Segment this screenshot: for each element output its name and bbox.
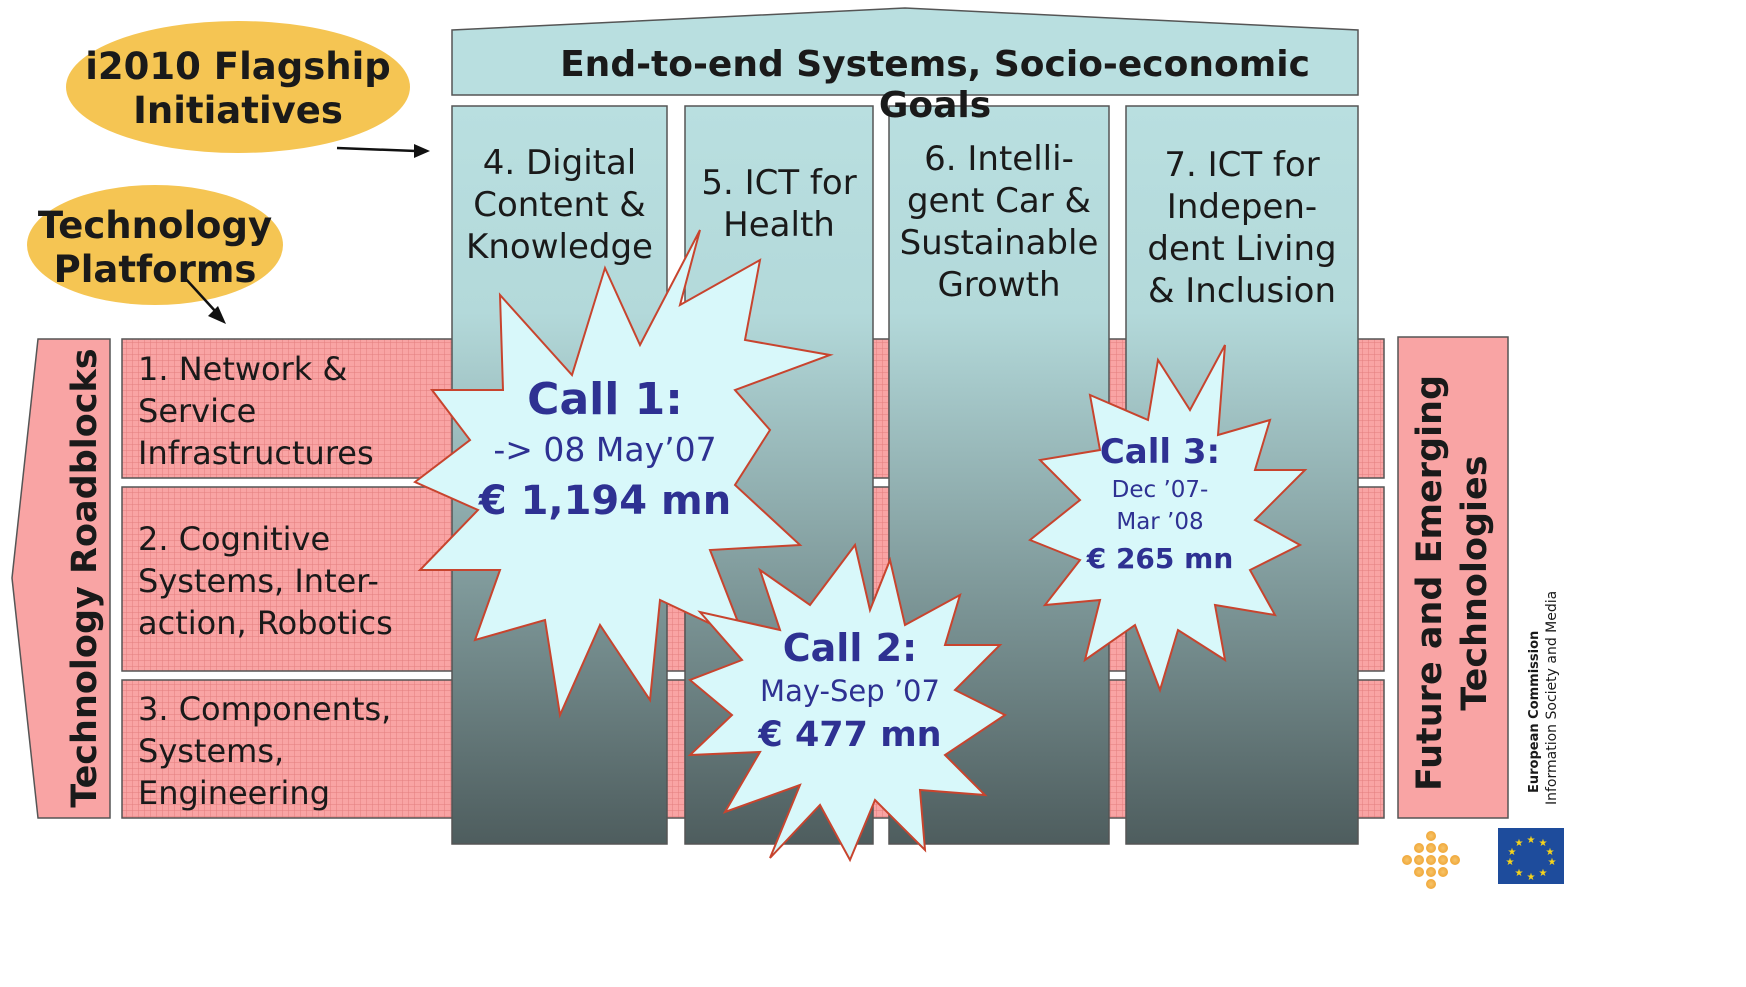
right-banner-line: Future and Emerging [1410, 374, 1450, 792]
call-title: Call 3: [1099, 432, 1221, 472]
pillar-title-line: 6. Intelli- [924, 139, 1074, 179]
svg-text:★: ★ [1506, 857, 1515, 868]
pillar-title-line: 7. ICT for [1164, 145, 1320, 185]
call-1-label: Call 1: -> 08 May’07 € 1,194 mn [470, 372, 740, 530]
svg-text:★: ★ [1527, 872, 1536, 883]
header-title: End-to-end Systems, Socio-economic Goals [560, 44, 1310, 126]
platforms-label: Technology Platforms [35, 204, 275, 292]
call-dates: Mar ’08 [1116, 509, 1204, 535]
pillar-title-6: 6. Intelli- gent Car & Sustainable Growt… [889, 138, 1109, 306]
call-title: Call 1: [527, 374, 683, 425]
svg-text:★: ★ [1527, 835, 1536, 846]
pillar-title-line: Growth [937, 265, 1061, 305]
flagship-ellipse [66, 21, 410, 153]
header-shape [451, 7, 1359, 96]
call-dates: -> 08 May’07 [493, 430, 717, 469]
pillar-title-line: Content & [473, 185, 646, 225]
platforms-label-line: Platforms [53, 248, 257, 291]
flagship-label-line: i2010 Flagship [85, 45, 391, 88]
pillar-title-line: 4. Digital [482, 143, 637, 183]
flagship-label: i2010 Flagship Initiatives [78, 45, 398, 133]
platforms-arrow [184, 277, 217, 313]
svg-text:★: ★ [1548, 857, 1557, 868]
pillar-title-line: Indepen- [1166, 187, 1318, 227]
roadblock-1-text: 1. Network & Service Infrastructures [138, 348, 458, 474]
pillar-title-line: Health [723, 205, 835, 245]
pillar-title-line: Knowledge [466, 227, 653, 267]
pillar-title-line: Sustainable [899, 223, 1099, 263]
roadblock-line: 1. Network & [138, 350, 348, 388]
svg-text:★: ★ [1508, 847, 1517, 858]
call-2-burst [687, 542, 1007, 863]
call-3-burst [1028, 344, 1308, 694]
pillar-title-line: gent Car & [906, 181, 1092, 221]
call-title: Call 2: [782, 626, 918, 670]
svg-text:★: ★ [1539, 868, 1548, 879]
org-dept: Information Society and Media [1544, 590, 1560, 805]
left-banner-label: Technology Roadblocks [65, 348, 105, 808]
org-name: European Commission [1527, 630, 1542, 793]
svg-text:★: ★ [1546, 847, 1555, 858]
pillar-title-line: & Inclusion [1147, 271, 1337, 311]
right-banner-line: Technologies [1455, 455, 1495, 711]
pillar-title-line: dent Living [1147, 229, 1337, 269]
call-dates: May-Sep ’07 [760, 674, 940, 708]
pillar-title-line: 5. ICT for [701, 163, 857, 203]
left-banner-shape [11, 338, 111, 819]
pillar-title-5: 5. ICT for Health [685, 162, 873, 246]
call-2-label: Call 2: May-Sep ’07 € 477 mn [735, 624, 965, 760]
flagship-label-line: Initiatives [133, 89, 343, 132]
flagship-arrow [336, 146, 417, 153]
right-banner-label: Future and Emerging Technologies [1408, 343, 1498, 823]
svg-text:★: ★ [1515, 868, 1524, 879]
svg-text:★: ★ [1515, 838, 1524, 849]
roadblock-3-text: 3. Components, Systems, Engineering [138, 688, 458, 814]
roadblock-line: Engineering [138, 774, 330, 812]
infso-dots-logo [1402, 831, 1460, 889]
call-budget: € 477 mn [758, 715, 942, 755]
roadblock-2-text: 2. Cognitive Systems, Inter- action, Rob… [138, 518, 458, 644]
svg-text:★: ★ [1539, 838, 1548, 849]
eu-flag-logo: ★ ★ ★ ★ ★ ★ ★ ★ ★ ★ [1498, 828, 1564, 884]
platforms-ellipse [27, 185, 283, 305]
pillar-title-4: 4. Digital Content & Knowledge [452, 142, 667, 268]
pillar-title-7: 7. ICT for Indepen- dent Living & Inclus… [1126, 144, 1358, 312]
roadblock-line: 2. Cognitive [138, 520, 331, 558]
call-dates: Dec ’07- [1111, 477, 1209, 503]
call-3-label: Call 3: Dec ’07- Mar ’08 € 265 mn [1075, 430, 1245, 580]
call-budget: € 265 mn [1086, 542, 1234, 575]
roadblock-line: Infrastructures [138, 434, 374, 472]
call-budget: € 1,194 mn [478, 478, 732, 524]
platforms-label-line: Technology [37, 204, 273, 247]
roadblock-line: Systems, [138, 732, 285, 770]
roadblock-line: Systems, Inter- [138, 562, 379, 600]
roadblock-line: action, Robotics [138, 604, 393, 642]
call-1-burst [413, 229, 834, 719]
roadblock-line: 3. Components, [138, 690, 392, 728]
right-banner-shape [1397, 336, 1509, 819]
roadblock-line: Service [138, 392, 257, 430]
